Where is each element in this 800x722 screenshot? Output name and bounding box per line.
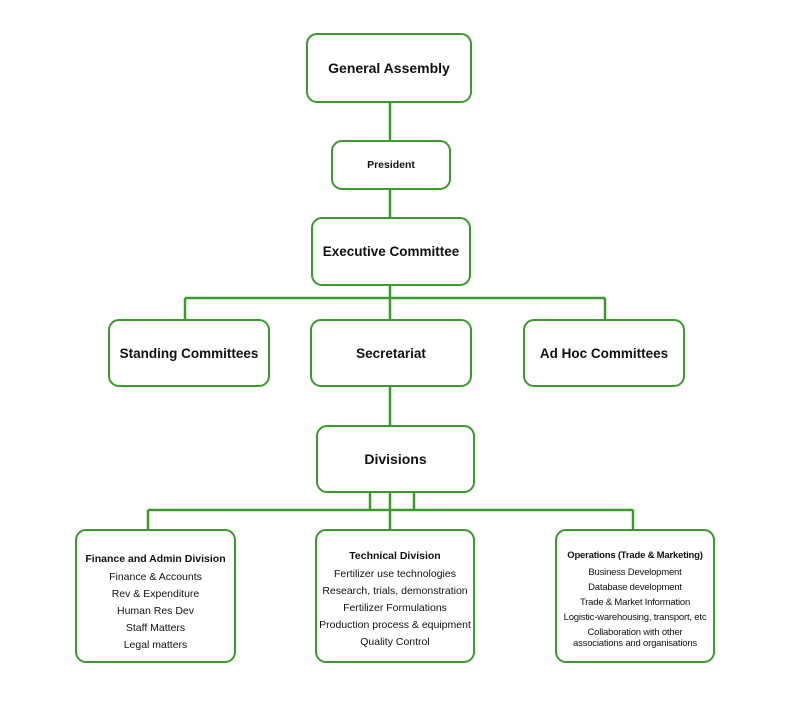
list-item: Trade & Market Information — [579, 597, 691, 608]
list-item: Staff Matters — [125, 622, 186, 634]
node-label: Standing Committees — [119, 345, 259, 361]
list-item: Logistic-warehousing, transport, etc — [563, 612, 707, 623]
node-label: Ad Hoc Committees — [539, 345, 669, 361]
divisions-node: Divisions — [316, 425, 475, 493]
division-title: Finance and Admin Division — [85, 553, 226, 565]
general-assembly-node: General Assembly — [306, 33, 472, 103]
list-item: Rev & Expenditure — [111, 588, 200, 600]
node-label: Executive Committee — [322, 244, 460, 259]
list-item: Fertilizer Formulations — [343, 602, 447, 614]
list-item: Human Res Dev — [116, 605, 195, 617]
division-title: Operations (Trade & Marketing) — [567, 550, 703, 561]
division-title: Technical Division — [349, 550, 441, 562]
secretariat-node: Secretariat — [310, 319, 472, 387]
technical-division-node: Technical Division Fertilizer use techno… — [315, 529, 475, 663]
standing-committees-node: Standing Committees — [108, 319, 270, 387]
node-label: President — [367, 159, 415, 171]
node-label: General Assembly — [328, 60, 450, 76]
list-item: Quality Control — [360, 636, 430, 648]
node-label: Divisions — [364, 451, 427, 467]
ad-hoc-committees-node: Ad Hoc Committees — [523, 319, 685, 387]
list-item: Collaboration with other associations an… — [573, 627, 697, 649]
list-item: Production process & equipment — [319, 619, 471, 631]
list-item: Finance & Accounts — [109, 571, 202, 583]
president-node: President — [331, 140, 451, 190]
list-item: Legal matters — [123, 639, 188, 651]
list-item: Research, trials, demonstration — [322, 585, 468, 597]
finance-admin-division-node: Finance and Admin Division Finance & Acc… — [75, 529, 236, 663]
list-item: Database development — [588, 582, 682, 593]
operations-division-node: Operations (Trade & Marketing) Business … — [555, 529, 715, 663]
list-item: Fertilizer use technologies — [334, 568, 456, 580]
list-item: Business Development — [588, 567, 682, 578]
node-label: Secretariat — [356, 345, 426, 361]
executive-committee-node: Executive Committee — [311, 217, 471, 286]
